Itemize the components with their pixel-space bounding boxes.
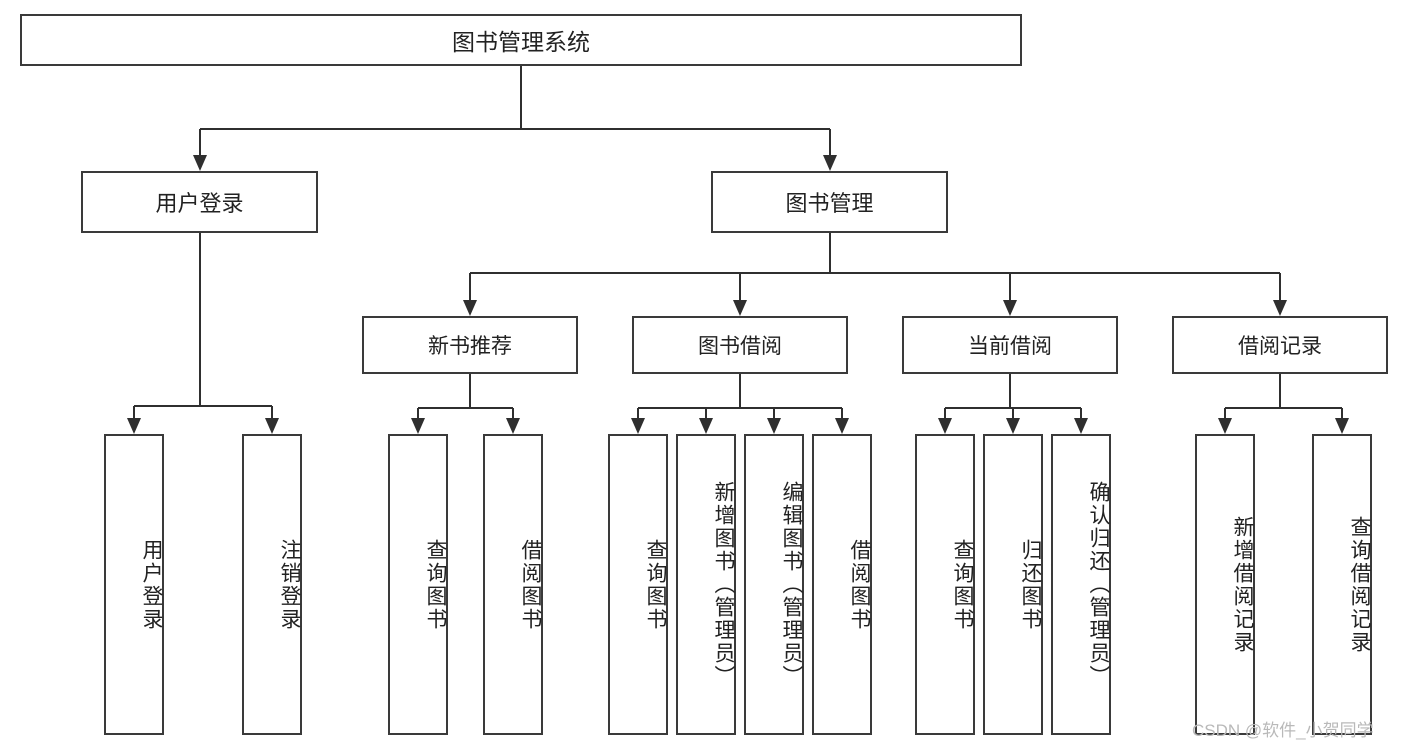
node-current-borrow[interactable]: 当前借阅	[902, 316, 1118, 374]
node-leaf-confirm-return-admin[interactable]: 确认归还（管理员）	[1051, 434, 1111, 735]
node-leaf-borrow-book[interactable]: 借阅图书	[812, 434, 872, 735]
node-book-borrow[interactable]: 图书借阅	[632, 316, 848, 374]
node-label: 图书借阅	[698, 335, 782, 358]
connector-bus	[470, 272, 1280, 274]
connector-drop	[944, 408, 946, 419]
node-borrow-record[interactable]: 借阅记录	[1172, 316, 1388, 374]
connector-drop	[739, 273, 741, 301]
node-leaf-query-book-borrow[interactable]: 查询图书	[608, 434, 668, 735]
node-label: 借阅图书	[519, 538, 542, 631]
arrowhead-icon	[411, 418, 425, 434]
node-label: 查询图书	[424, 538, 447, 631]
connector-stem	[520, 66, 522, 129]
node-label: 注销登录	[278, 538, 301, 631]
arrowhead-icon	[463, 300, 477, 316]
arrowhead-icon	[192, 155, 207, 171]
arrowhead-icon	[631, 418, 645, 434]
arrowhead-icon	[767, 418, 781, 434]
arrowhead-icon	[699, 418, 713, 434]
connector-drop	[469, 273, 471, 301]
connector-drop	[1341, 408, 1343, 419]
node-label: 新增图书（管理员）	[712, 481, 735, 688]
arrowhead-icon	[506, 418, 520, 434]
connector-stem	[739, 374, 741, 408]
node-leaf-user-login[interactable]: 用户登录	[104, 434, 164, 735]
node-label: 查询图书	[951, 538, 974, 631]
connector-drop	[773, 408, 775, 419]
node-label: 查询借阅记录	[1348, 515, 1371, 654]
connector-drop	[1009, 273, 1011, 301]
arrowhead-icon	[1335, 418, 1349, 434]
node-leaf-add-book-admin[interactable]: 新增图书（管理员）	[676, 434, 736, 735]
connector-stem	[198, 233, 201, 406]
connector-stem	[1009, 374, 1011, 408]
node-root-system[interactable]: 图书管理系统	[20, 14, 1022, 66]
arrowhead-icon	[938, 418, 952, 434]
connector-bus	[638, 407, 842, 409]
node-book-management[interactable]: 图书管理	[711, 171, 948, 233]
connector-drop	[705, 408, 707, 419]
node-label: 图书管理系统	[452, 29, 590, 55]
connector-drop	[198, 129, 201, 156]
connector-drop	[828, 129, 831, 156]
node-leaf-query-borrow-record[interactable]: 查询借阅记录	[1312, 434, 1372, 735]
connector-drop	[1224, 408, 1226, 419]
node-label: 用户登录	[140, 538, 163, 631]
arrowhead-icon	[1218, 418, 1232, 434]
connector-bus	[199, 128, 830, 130]
node-label: 归还图书	[1019, 538, 1042, 631]
connector-bus	[1225, 407, 1342, 409]
node-leaf-query-book-recommend[interactable]: 查询图书	[388, 434, 448, 735]
arrowhead-icon	[733, 300, 747, 316]
node-leaf-query-book-current[interactable]: 查询图书	[915, 434, 975, 735]
node-label: 新书推荐	[428, 335, 512, 358]
connector-bus	[134, 405, 272, 407]
node-new-book-recommend[interactable]: 新书推荐	[362, 316, 578, 374]
node-label: 查询图书	[644, 538, 667, 631]
arrowhead-icon	[822, 155, 837, 171]
node-label: 新增借阅记录	[1231, 515, 1254, 654]
arrowhead-icon	[265, 418, 279, 434]
node-leaf-return-book[interactable]: 归还图书	[983, 434, 1043, 735]
arrowhead-icon	[1006, 418, 1020, 434]
node-user-login[interactable]: 用户登录	[81, 171, 318, 233]
connector-drop	[512, 408, 514, 419]
connector-drop	[841, 408, 843, 419]
connector-drop	[637, 408, 639, 419]
connector-stem	[469, 374, 471, 408]
connector-drop	[1279, 273, 1281, 301]
node-label: 借阅图书	[848, 538, 871, 631]
node-leaf-logout[interactable]: 注销登录	[242, 434, 302, 735]
connector-drop	[1080, 408, 1082, 419]
node-leaf-add-borrow-record[interactable]: 新增借阅记录	[1195, 434, 1255, 735]
arrowhead-icon	[1003, 300, 1017, 316]
node-label: 当前借阅	[968, 335, 1052, 358]
connector-stem	[828, 233, 831, 273]
connector-drop	[271, 406, 273, 419]
connector-bus	[418, 407, 513, 409]
node-label: 编辑图书（管理员）	[780, 481, 803, 688]
connector-drop	[133, 406, 135, 419]
connector-drop	[417, 408, 419, 419]
connector-drop	[1012, 408, 1014, 419]
node-label: 图书管理	[785, 191, 874, 216]
connector-stem	[1279, 374, 1281, 408]
arrowhead-icon	[127, 418, 141, 434]
node-leaf-edit-book-admin[interactable]: 编辑图书（管理员）	[744, 434, 804, 735]
arrowhead-icon	[835, 418, 849, 434]
arrowhead-icon	[1074, 418, 1088, 434]
node-leaf-borrow-book-recommend[interactable]: 借阅图书	[483, 434, 543, 735]
node-label: 借阅记录	[1238, 335, 1322, 358]
node-label: 用户登录	[155, 191, 244, 216]
node-label: 确认归还（管理员）	[1087, 481, 1110, 688]
arrowhead-icon	[1273, 300, 1287, 316]
